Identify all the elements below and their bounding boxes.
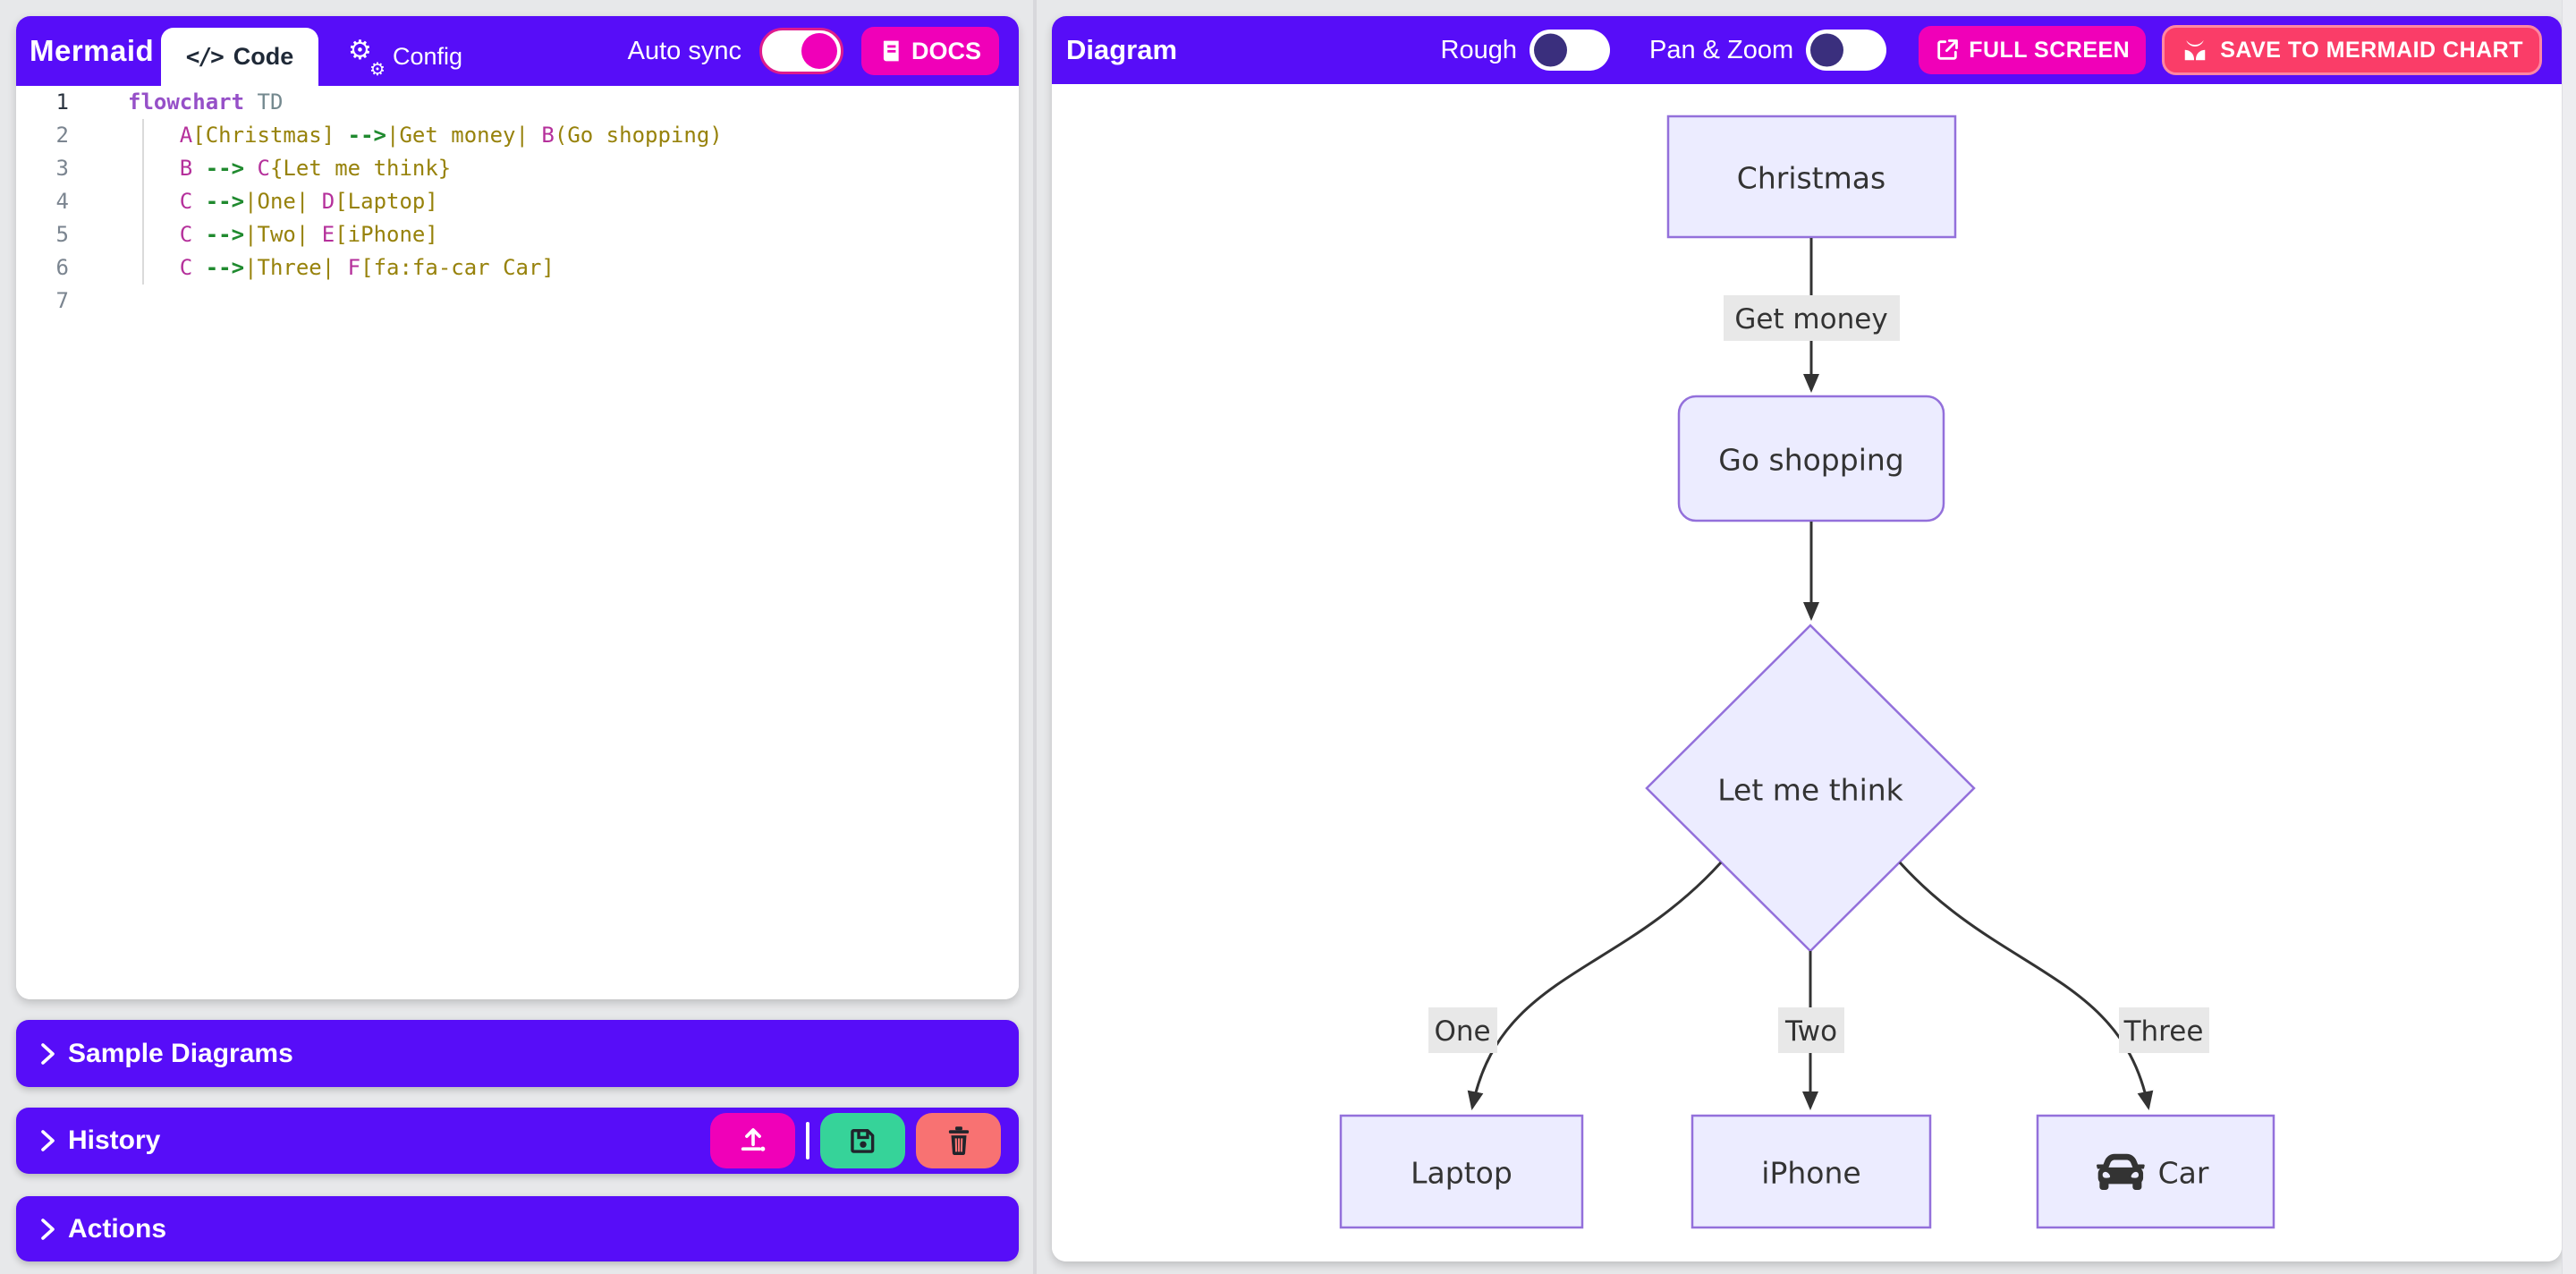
edge-label-one: One <box>1428 1007 1497 1053</box>
pan-zoom-label: Pan & Zoom <box>1649 35 1794 64</box>
trash-icon <box>948 1126 969 1155</box>
page-scrollbar[interactable] <box>2562 0 2576 1274</box>
docs-button[interactable]: DOCS <box>860 27 999 75</box>
history-label: History <box>68 1125 161 1155</box>
node-laptop-label: Laptop <box>1411 1156 1513 1191</box>
chevron-right-icon <box>41 1130 55 1151</box>
edge-label-get-money: Get money <box>1724 295 1900 341</box>
line-number: 5 <box>55 222 69 247</box>
car-icon <box>2097 1153 2145 1191</box>
code-line-text: A[Christmas] -->|Get money| B(Go shoppin… <box>179 123 723 148</box>
tab-code[interactable]: </> Code <box>161 28 318 86</box>
upload-history-button[interactable] <box>710 1113 795 1168</box>
full-screen-label: FULL SCREEN <box>1969 37 2131 63</box>
chevron-right-icon <box>41 1218 55 1240</box>
svg-text:Get money: Get money <box>1734 303 1887 335</box>
diagram-panel: Diagram Rough Pan & Zoom FULL SCREEN <box>1052 16 2562 1261</box>
indent-guide <box>142 119 144 285</box>
node-let-me-think-label: Let me think <box>1717 773 1903 808</box>
docs-label: DOCS <box>911 37 981 64</box>
code-editor[interactable]: 1 flowchart TD 2 A[Christmas] -->|Get mone… <box>16 86 1019 999</box>
editor-header: Mermaid </> Code ⚙⚙ Config Auto sync DOC… <box>16 16 1019 86</box>
flowchart-svg: Christmas Go shopping Let me think Lapto… <box>1339 115 2275 1229</box>
code-tab-icon: </> <box>185 43 225 71</box>
line-number: 1 <box>55 89 69 115</box>
actions-bar[interactable]: Actions <box>16 1196 1019 1261</box>
toggle-knob <box>1534 33 1567 67</box>
svg-text:One: One <box>1434 1015 1490 1048</box>
code-line-text: C -->|Two| E[iPhone] <box>179 222 438 247</box>
actions-label: Actions <box>68 1213 167 1244</box>
code-line[interactable]: 1 flowchart TD <box>16 86 1019 119</box>
node-go-shopping-label: Go shopping <box>1718 443 1903 478</box>
diagram-canvas[interactable]: Christmas Go shopping Let me think Lapto… <box>1052 84 2562 1261</box>
line-number: 6 <box>55 255 69 280</box>
node-iphone: iPhone <box>1690 1114 1932 1229</box>
node-christmas: Christmas <box>1666 115 1957 239</box>
button-separator <box>806 1122 809 1159</box>
diagram-header: Diagram Rough Pan & Zoom FULL SCREEN <box>1052 16 2562 84</box>
line-number: 7 <box>55 288 69 313</box>
node-let-me-think: Let me think <box>1645 624 1976 953</box>
line-number: 4 <box>55 189 69 214</box>
code-lines: 1 flowchart TD 2 A[Christmas] -->|Get mone… <box>16 86 1019 318</box>
node-christmas-label: Christmas <box>1737 161 1885 196</box>
external-link-icon <box>1937 39 1959 60</box>
node-iphone-label: iPhone <box>1761 1156 1860 1191</box>
code-line-text: C -->|Three| F[fa:fa-car Car] <box>179 255 555 280</box>
floppy-save-icon <box>850 1128 874 1153</box>
svg-text:Two: Two <box>1784 1015 1837 1048</box>
node-car: Car <box>2036 1114 2275 1229</box>
panel-resize-handle[interactable] <box>1033 0 1037 1274</box>
full-screen-button[interactable]: FULL SCREEN <box>1919 26 2147 74</box>
line-number: 3 <box>55 156 69 181</box>
history-bar[interactable]: History <box>16 1108 1019 1174</box>
code-line[interactable]: 4 C -->|One| D[Laptop] <box>16 185 1019 218</box>
node-laptop: Laptop <box>1339 1114 1584 1229</box>
auto-sync-label: Auto sync <box>627 36 741 65</box>
code-line-text: B --> C{Let me think} <box>179 156 452 181</box>
gear-icon: ⚙⚙ <box>347 35 386 80</box>
tab-code-label: Code <box>233 43 294 70</box>
delete-history-button[interactable] <box>916 1113 1001 1168</box>
rough-toggle[interactable] <box>1530 30 1610 71</box>
code-line[interactable]: 2 A[Christmas] -->|Get money| B(Go shopp… <box>16 119 1019 152</box>
save-to-mermaid-chart-label: SAVE TO MERMAID CHART <box>2220 37 2523 63</box>
svg-text:Three: Three <box>2123 1015 2204 1048</box>
tab-config[interactable]: ⚙⚙ Config <box>318 28 494 86</box>
app-logo: Mermaid <box>30 34 155 67</box>
code-line-text: C -->|One| D[Laptop] <box>179 189 438 214</box>
save-to-mermaid-chart-button[interactable]: SAVE TO MERMAID CHART <box>2162 25 2542 75</box>
mermaid-logo-icon <box>2185 40 2206 61</box>
book-icon <box>883 40 899 62</box>
code-line-text: flowchart TD <box>128 89 284 115</box>
sample-diagrams-label: Sample Diagrams <box>68 1038 293 1068</box>
tab-config-label: Config <box>392 43 463 70</box>
code-line[interactable]: 7 <box>16 285 1019 318</box>
line-number: 2 <box>55 123 69 148</box>
edge-label-three: Three <box>2119 1007 2209 1053</box>
save-history-button[interactable] <box>820 1113 905 1168</box>
diagram-title: Diagram <box>1066 34 1178 65</box>
code-line[interactable]: 6 C -->|Three| F[fa:fa-car Car] <box>16 251 1019 285</box>
code-line[interactable]: 3 B --> C{Let me think} <box>16 152 1019 185</box>
pan-zoom-toggle[interactable] <box>1806 30 1887 71</box>
sample-diagrams-bar[interactable]: Sample Diagrams <box>16 1020 1019 1087</box>
editor-panel: Mermaid </> Code ⚙⚙ Config Auto sync DOC… <box>16 16 1019 999</box>
edge-label-two: Two <box>1778 1007 1844 1053</box>
code-line[interactable]: 5 C -->|Two| E[iPhone] <box>16 218 1019 251</box>
node-car-label: Car <box>2158 1156 2209 1191</box>
toggle-knob <box>1810 33 1844 67</box>
rough-label: Rough <box>1440 35 1517 64</box>
upload-icon <box>741 1128 765 1151</box>
chevron-right-icon <box>41 1042 55 1065</box>
toggle-knob <box>801 33 837 69</box>
node-go-shopping: Go shopping <box>1677 395 1945 522</box>
auto-sync-toggle[interactable] <box>758 28 843 74</box>
